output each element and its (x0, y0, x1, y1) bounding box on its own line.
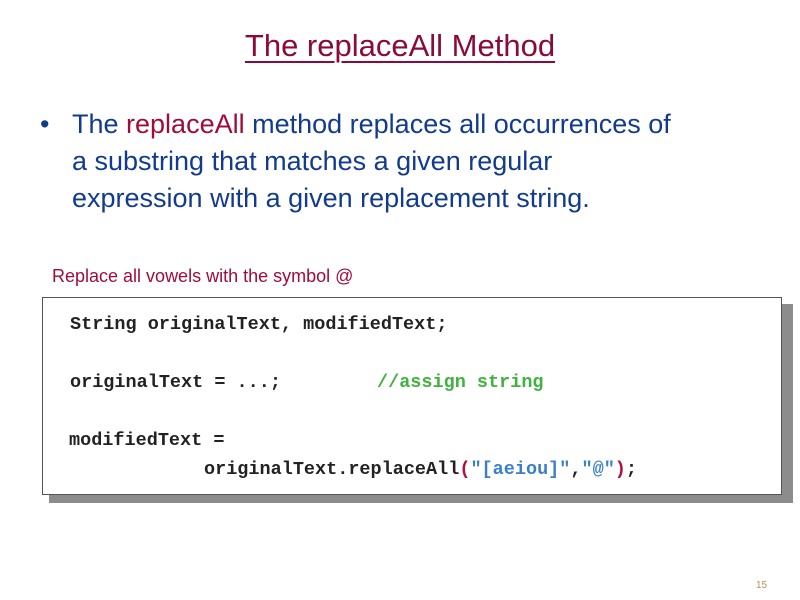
code-comma: , (570, 459, 582, 480)
bullet-dot-icon: • (40, 109, 50, 139)
code-semicolon: ; (625, 459, 638, 480)
code-box: String originalText, modifiedText; origi… (42, 297, 782, 495)
code-caption: Replace all vowels with the symbol @ (52, 266, 354, 286)
code-line-2: originalText = ...; //assign string (70, 372, 544, 393)
bullet-line2: a substring that matches a given regular (72, 146, 553, 176)
code-regex-arg: "[aeiou]" (470, 459, 571, 480)
slide-title: The replaceAll Method (244, 28, 556, 63)
code-line-1: String originalText, modifiedText; (70, 314, 448, 335)
bullet-prefix: The (72, 109, 127, 139)
code-statement: originalText = ...; (70, 372, 281, 393)
code-comment: //assign string (377, 372, 544, 393)
code-line-3: modifiedText = (69, 430, 225, 451)
code-replacement-arg: "@" (581, 459, 615, 480)
code-paren-open: ( (459, 459, 471, 480)
code-paren-close: ) (614, 459, 626, 480)
page-number: 15 (756, 580, 768, 591)
bullet-text: The replaceAll method replaces all occur… (72, 106, 782, 217)
code-line-4: originalText.replaceAll("[aeiou]","@"); (204, 459, 637, 480)
bullet-line3: expression with a given replacement stri… (72, 183, 590, 213)
bullet-highlight: replaceAll (126, 109, 245, 139)
bullet-rest: method replaces all occurrences of (244, 109, 671, 139)
code-method-call: originalText.replaceAll (204, 459, 460, 480)
